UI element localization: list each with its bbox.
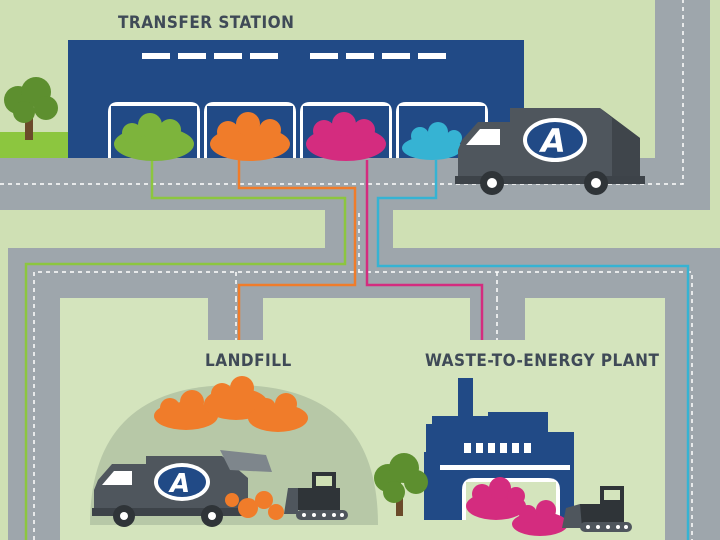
road-middle (8, 248, 720, 298)
landfill-label: LANDFILL (205, 351, 292, 371)
waste-to-energy-label: WASTE-TO-ENERGY PLANT (425, 351, 659, 371)
grass-patch (0, 132, 68, 158)
truck-logo: A (538, 122, 566, 160)
transfer-station-label: TRANSFER STATION (118, 13, 294, 33)
transfer-station-building (68, 40, 524, 161)
truck-logo-landfill: A (168, 469, 190, 499)
